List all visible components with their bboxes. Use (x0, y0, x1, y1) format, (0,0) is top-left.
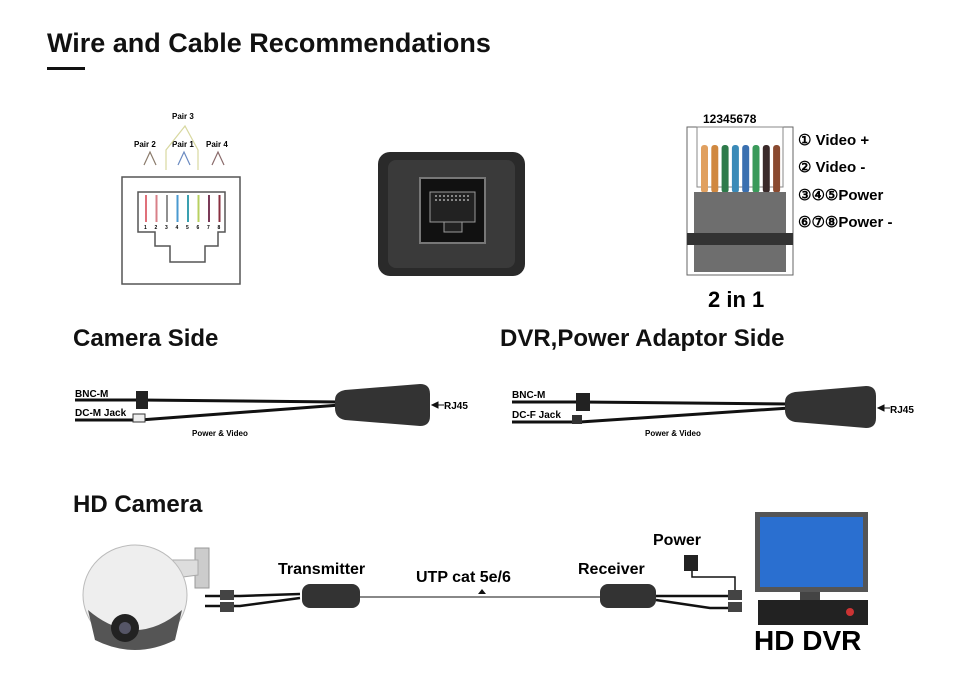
pinout-legend-item: ① Video + (798, 132, 869, 149)
pair-label: Pair 2 (134, 140, 156, 149)
camera-side-heading: Camera Side (73, 325, 219, 352)
pair-label: Pair 4 (206, 140, 228, 149)
plug-wire (752, 145, 760, 193)
pair-label: Pair 3 (172, 112, 194, 121)
cable-label: Power & Video (192, 429, 248, 438)
plug-wire (742, 145, 750, 193)
cable-label: Power & Video (645, 429, 701, 438)
page-title: Wire and Cable Recommendations (47, 28, 491, 58)
receiver-icon (600, 584, 656, 608)
hd-dvr-label: HD DVR (754, 625, 861, 656)
transmitter-icon (302, 584, 360, 608)
title-underline (47, 67, 85, 70)
pin-number: 2 (155, 225, 158, 231)
dc-jack-label: DC-F Jack (512, 410, 561, 421)
pin-number: 3 (165, 225, 168, 231)
pin-number: 1 (144, 225, 147, 231)
dc-jack-label: DC-M Jack (75, 408, 127, 419)
bnc-m-label: BNC-M (512, 390, 545, 401)
pin-number: 8 (218, 225, 221, 231)
plug-wire (762, 145, 770, 193)
rj45-plug-pinout: 12345678 (686, 112, 794, 276)
transmitter-label: Transmitter (278, 561, 365, 578)
power-label: Power (653, 532, 701, 549)
pinout-caption: 2 in 1 (708, 287, 764, 312)
pair-label: Pair 1 (172, 140, 194, 149)
hd-camera-icon (82, 544, 210, 650)
hd-dvr-icon (755, 512, 868, 625)
pinout-legend-item: ② Video - (798, 159, 865, 176)
plug-wire (711, 145, 719, 193)
plug-wire (773, 145, 781, 193)
plug-wire (721, 145, 729, 193)
plug-wire (731, 145, 739, 193)
dvr-side-heading: DVR,Power Adaptor Side (500, 325, 785, 352)
plug-wire (701, 145, 708, 193)
dvr-side-balun (512, 386, 890, 428)
pinout-legend-item: ③④⑤Power (798, 187, 884, 204)
utp-cable-label: UTP cat 5e/6 (416, 569, 511, 586)
pin-number: 7 (207, 225, 210, 231)
bnc-m-label: BNC-M (75, 389, 108, 400)
pin-number: 5 (186, 225, 189, 231)
hd-camera-heading: HD Camera (73, 491, 203, 518)
pin-number: 6 (197, 225, 200, 231)
pinout-legend-item: ⑥⑦⑧Power - (798, 214, 893, 231)
power-connector-icon (684, 555, 698, 571)
rj45-jack-photo (378, 152, 525, 276)
rj45-label: RJ45 (890, 405, 914, 416)
receiver-label: Receiver (578, 561, 645, 578)
pin-number: 4 (176, 225, 179, 231)
rj45-label: RJ45 (444, 401, 468, 412)
pin-numbers: 12345678 (703, 112, 757, 126)
camera-side-balun (75, 384, 444, 426)
